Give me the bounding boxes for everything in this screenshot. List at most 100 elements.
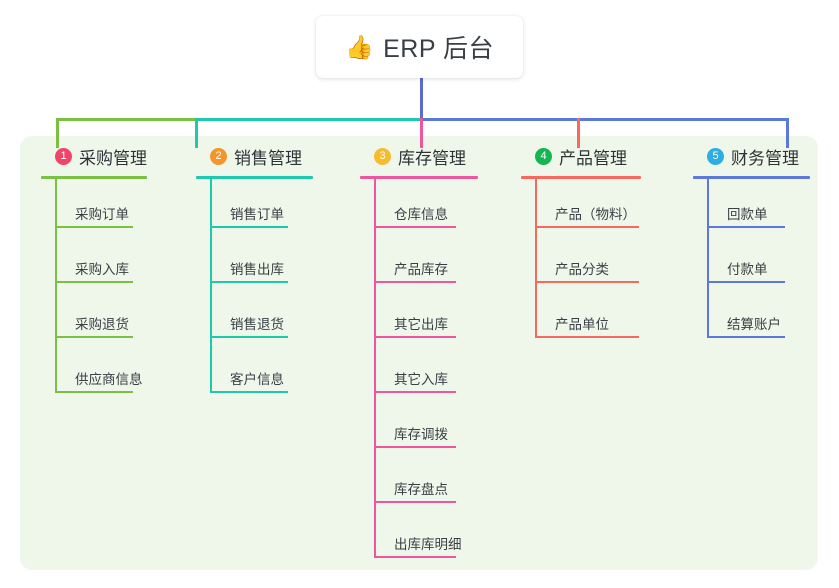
leaf-item-label: 回款单 xyxy=(727,207,768,222)
leaf-item[interactable]: 销售出库 xyxy=(196,234,313,289)
branch-leaf-list: 回款单付款单结算账户 xyxy=(693,179,810,344)
leaf-item-label: 结算账户 xyxy=(727,317,781,332)
leaf-item[interactable]: 销售订单 xyxy=(196,179,313,234)
leaf-item-underline xyxy=(707,226,785,228)
leaf-item-underline xyxy=(535,281,639,283)
root-node-card[interactable]: 👍 ERP 后台 xyxy=(316,16,523,78)
leaf-item-underline xyxy=(535,226,639,228)
leaf-item-label: 销售退货 xyxy=(230,317,284,332)
leaf-item[interactable]: 产品（物料） xyxy=(521,179,641,234)
root-node-label-wrap: 👍 ERP 后台 xyxy=(345,29,494,65)
branch-leaf-list: 产品（物料） 产品分类产品单位 xyxy=(521,179,641,344)
leaf-item-underline xyxy=(535,336,639,338)
leaf-item-label: 产品（物料） xyxy=(555,207,636,222)
branch-title: 库存管理 xyxy=(398,148,466,168)
leaf-item[interactable]: 采购订单 xyxy=(41,179,147,234)
leaf-item-label: 产品分类 xyxy=(555,262,609,277)
branch-number-badge: 3 xyxy=(374,147,391,165)
leaf-item-underline xyxy=(374,391,456,393)
drop-finance xyxy=(786,118,789,148)
leaf-item-underline xyxy=(55,336,133,338)
leaf-item-label: 其它出库 xyxy=(394,317,448,332)
branch-number-badge: 1 xyxy=(55,147,72,165)
leaf-item-label: 供应商信息 xyxy=(75,372,143,387)
branch-leaf-list: 采购订单采购入库采购退货供应商信息 xyxy=(41,179,147,399)
branch-leaf-list: 仓库信息产品库存其它出库其它入库库存调拨库存盘点出库库明细 xyxy=(360,179,478,564)
drop-product xyxy=(577,118,580,148)
leaf-item-underline xyxy=(55,226,133,228)
leaf-item-label: 库存盘点 xyxy=(394,482,448,497)
leaf-item-underline xyxy=(210,336,288,338)
leaf-item[interactable]: 付款单 xyxy=(693,234,810,289)
branch-column-1: 1 采购管理采购订单采购入库采购退货供应商信息 xyxy=(41,143,147,399)
branch-spine-connector xyxy=(210,179,212,393)
leaf-item-label: 销售出库 xyxy=(230,262,284,277)
branch-header-3[interactable]: 3 库存管理 xyxy=(360,143,478,169)
leaf-item-underline xyxy=(210,226,288,228)
branch-spine-connector xyxy=(374,179,376,558)
bus-segment-teal xyxy=(195,118,423,121)
root-trunk-connector xyxy=(420,78,423,118)
root-node-label: ERP 后台 xyxy=(383,35,495,63)
branch-spine-connector xyxy=(55,179,57,393)
branch-header-underline xyxy=(521,176,641,179)
leaf-item[interactable]: 其它出库 xyxy=(360,289,478,344)
leaf-item-label: 产品单位 xyxy=(555,317,609,332)
branch-title: 财务管理 xyxy=(731,148,799,168)
leaf-item-underline xyxy=(210,391,288,393)
leaf-item-underline xyxy=(210,281,288,283)
leaf-item-underline xyxy=(374,446,456,448)
leaf-item-label: 库存调拨 xyxy=(394,427,448,442)
drop-inventory xyxy=(420,118,423,148)
leaf-item-label: 付款单 xyxy=(727,262,768,277)
leaf-item[interactable]: 销售退货 xyxy=(196,289,313,344)
leaf-item-underline xyxy=(374,336,456,338)
leaf-item-underline xyxy=(374,226,456,228)
branch-title: 采购管理 xyxy=(79,148,147,168)
branch-number-badge: 2 xyxy=(210,147,227,165)
leaf-item[interactable]: 仓库信息 xyxy=(360,179,478,234)
leaf-item-label: 采购订单 xyxy=(75,207,129,222)
drop-purchase xyxy=(56,118,59,148)
leaf-item-label: 销售订单 xyxy=(230,207,284,222)
branch-spine-connector xyxy=(707,179,709,338)
branch-title: 产品管理 xyxy=(559,148,627,168)
leaf-item-underline xyxy=(55,391,133,393)
leaf-item[interactable]: 产品分类 xyxy=(521,234,641,289)
branches-panel xyxy=(20,136,818,570)
drop-sales xyxy=(195,118,198,148)
leaf-item[interactable]: 结算账户 xyxy=(693,289,810,344)
leaf-item[interactable]: 采购入库 xyxy=(41,234,147,289)
leaf-item-underline xyxy=(707,336,785,338)
leaf-item-label: 采购入库 xyxy=(75,262,129,277)
leaf-item-label: 产品库存 xyxy=(394,262,448,277)
leaf-item[interactable]: 客户信息 xyxy=(196,344,313,399)
leaf-item[interactable]: 其它入库 xyxy=(360,344,478,399)
leaf-item-label: 仓库信息 xyxy=(394,207,448,222)
branch-column-3: 3 库存管理仓库信息产品库存其它出库其它入库库存调拨库存盘点出库库明细 xyxy=(360,143,478,564)
leaf-item[interactable]: 出库库明细 xyxy=(360,509,478,564)
leaf-item[interactable]: 库存调拨 xyxy=(360,399,478,454)
leaf-item-underline xyxy=(55,281,133,283)
branch-header-underline xyxy=(196,176,313,179)
branch-header-1[interactable]: 1 采购管理 xyxy=(41,143,147,169)
leaf-item[interactable]: 供应商信息 xyxy=(41,344,147,399)
bus-segment-blue xyxy=(421,118,788,121)
leaf-item[interactable]: 采购退货 xyxy=(41,289,147,344)
leaf-item[interactable]: 产品库存 xyxy=(360,234,478,289)
bus-segment-green xyxy=(56,118,197,121)
leaf-item-underline xyxy=(374,501,456,503)
branch-spine-connector xyxy=(535,179,537,338)
branch-header-underline xyxy=(360,176,478,179)
leaf-item[interactable]: 回款单 xyxy=(693,179,810,234)
leaf-item[interactable]: 库存盘点 xyxy=(360,454,478,509)
leaf-item[interactable]: 产品单位 xyxy=(521,289,641,344)
leaf-item-label: 其它入库 xyxy=(394,372,448,387)
